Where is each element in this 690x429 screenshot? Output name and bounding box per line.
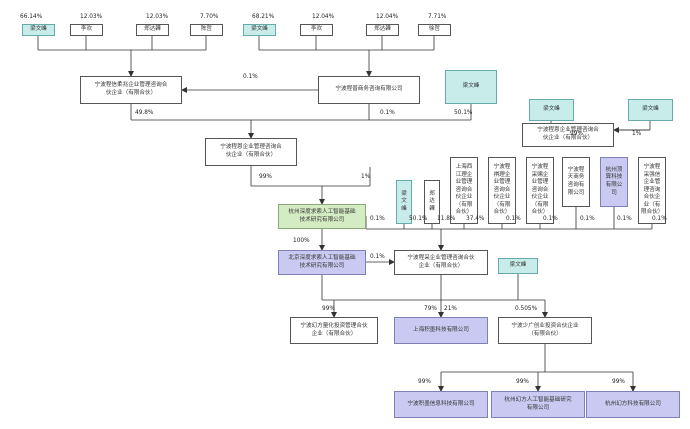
node-n11: 宁波积墨信息科技有限公司 <box>394 391 488 418</box>
pct-label-q11: 0.1% <box>380 110 395 116</box>
pct-label-q23: 0.1% <box>580 216 595 222</box>
pct-label-q28: 99% <box>322 306 335 312</box>
node-n9: 上海积墨科技有限公司 <box>394 317 488 344</box>
pct-label-q16: 1% <box>361 174 371 180</box>
node-p3: 郑达韡 <box>136 24 169 36</box>
pct-label-q4: 7.70% <box>200 14 219 20</box>
pct-label-q25: 0.1% <box>652 216 667 222</box>
node-p12: 梁 文 峰 <box>396 180 412 224</box>
node-n5: 杭州深度求索人工智能基础 技术研究有限公司 <box>278 204 366 229</box>
node-s2: 宁波程 祺理企 业管理 咨询合 伙企业 （有限 合伙） <box>488 157 516 224</box>
node-p2: 李欢 <box>70 24 103 36</box>
pct-label-q30: 21% <box>444 306 457 312</box>
pct-label-q18: 50.1% <box>409 216 428 222</box>
node-p9: 梁文峰 <box>445 70 497 104</box>
node-p11: 梁文峰 <box>628 99 673 121</box>
node-n7: 宁波程采企业管理咨询合伙 企业（有限合伙） <box>394 250 488 275</box>
pct-label-q33: 99% <box>516 379 529 385</box>
pct-label-q14: 1% <box>632 131 642 137</box>
pct-label-q17: 0.1% <box>370 216 385 222</box>
pct-label-q5: 68.21% <box>252 14 275 20</box>
node-p13: 郑 达 韡 <box>424 180 440 224</box>
node-p1: 梁文峰 <box>22 24 55 36</box>
pct-label-q15: 99% <box>259 174 272 180</box>
node-n1: 宁波程信柔兆企业管理咨询合 伙企业（有限合伙） <box>80 76 182 104</box>
pct-label-q34: 99% <box>612 379 625 385</box>
node-p5: 梁文峰 <box>243 24 276 36</box>
pct-label-q26: 100% <box>293 238 310 244</box>
pct-label-q29: 79% <box>424 306 437 312</box>
pct-label-q12: 50.1% <box>454 110 473 116</box>
node-n2: 宁波程普商务咨询有限公司 <box>318 76 420 104</box>
pct-label-q3: 12.03% <box>146 14 169 20</box>
node-s4: 宁波程 天商务 咨询有 限公司 <box>562 157 590 207</box>
pct-label-q1: 66.14% <box>20 14 43 20</box>
pct-label-q7: 12.04% <box>376 14 399 20</box>
node-p10: 梁文峰 <box>529 99 574 121</box>
pct-label-q6: 12.04% <box>312 14 335 20</box>
node-n12: 杭州幻方人工智能基础研究 有限公司 <box>491 391 585 418</box>
node-n13: 杭州幻方科技有限公司 <box>586 391 680 418</box>
node-s5: 杭州顶 算科技 有限公 司 <box>600 157 628 207</box>
pct-label-q32: 99% <box>418 379 431 385</box>
node-s1: 上海西 江理企 业管理 咨询合 伙企业 （有限 合伙） <box>450 157 478 224</box>
pct-label-q31: 0.505% <box>515 306 538 312</box>
pct-label-q2: 12.03% <box>80 14 103 20</box>
pct-label-q22: 0.1% <box>543 216 558 222</box>
pct-label-q24: 0.1% <box>617 216 632 222</box>
node-p7: 郑达韡 <box>366 24 399 36</box>
pct-label-q9: 0.1% <box>243 74 258 80</box>
pct-label-q13: 99% <box>570 131 583 137</box>
node-p6: 李欢 <box>300 24 333 36</box>
node-p8: 徐哲 <box>418 24 451 36</box>
node-n8: 宁波幻方量化投资管理合伙 企业（有限合伙） <box>290 317 378 344</box>
node-n6: 北京深度求索人工智能基础 技术研究有限公司 <box>278 250 366 275</box>
node-p14: 梁文峰 <box>498 258 538 274</box>
pct-label-q20: 37.4% <box>466 216 485 222</box>
pct-label-q21: 0.1% <box>506 216 521 222</box>
node-n3: 宁波程恩企业管理咨询合 伙企业（有限合伙） <box>205 138 297 166</box>
pct-label-q10: 49.8% <box>135 110 154 116</box>
node-p4: 陈哲 <box>190 24 223 36</box>
pct-label-q27: 0.1% <box>370 254 385 260</box>
pct-label-q19: 11.8% <box>437 216 456 222</box>
node-s3: 宁波程 采赐企 业管理 咨询合 伙企业 （有限 合伙） <box>526 157 554 224</box>
pct-label-q8: 7.71% <box>428 14 447 20</box>
node-n10: 宁波少广创业投资合伙企业 （有限合伙） <box>498 317 592 344</box>
node-n4: 宁波程恩企业管理咨询合 伙企业（有限合伙） <box>522 123 614 147</box>
node-s6: 宁波程 采强信 企业管 理咨询 合伙企 业（有 限合伙） <box>638 157 666 224</box>
